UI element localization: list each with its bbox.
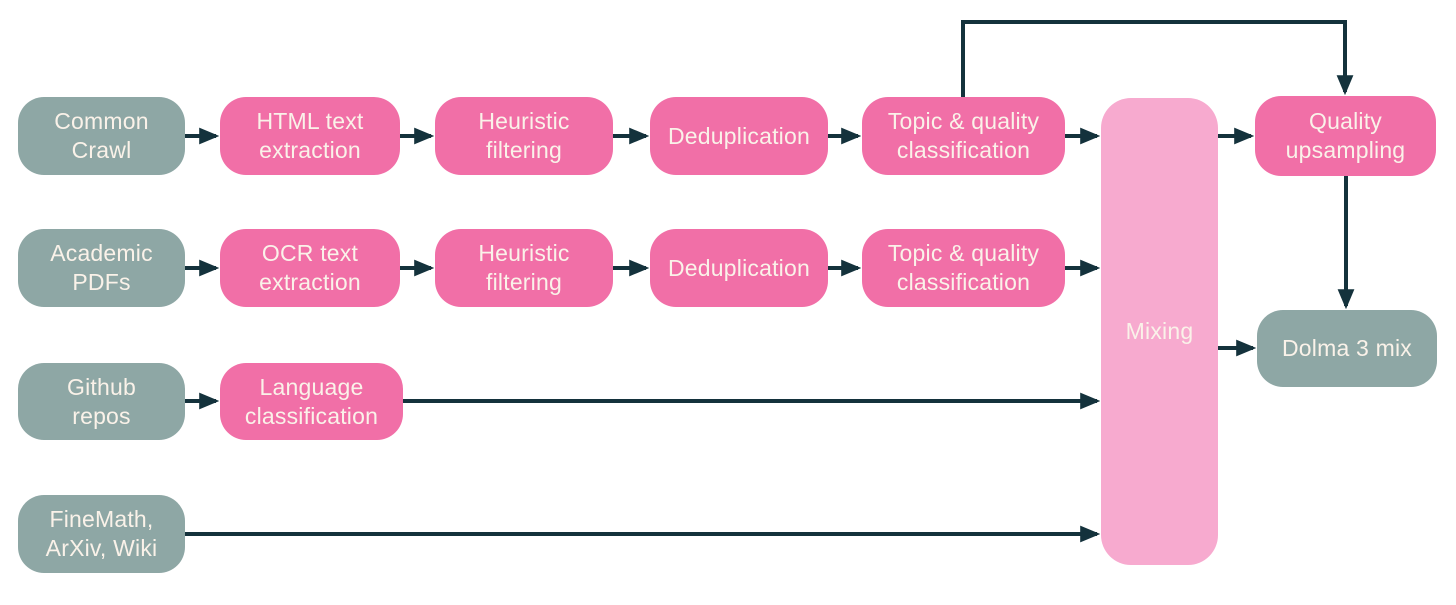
node-quality-upsampling: Quality upsampling xyxy=(1255,96,1436,176)
node-mixing: Mixing xyxy=(1101,98,1218,565)
node-deduplication-1: Deduplication xyxy=(650,97,828,175)
node-github-repos: Github repos xyxy=(18,363,185,440)
node-academic-pdfs: Academic PDFs xyxy=(18,229,185,307)
node-topic-quality-classification-1: Topic & quality classification xyxy=(862,97,1065,175)
node-html-text-extraction: HTML text extraction xyxy=(220,97,400,175)
node-ocr-text-extraction: OCR text extraction xyxy=(220,229,400,307)
node-common-crawl: Common Crawl xyxy=(18,97,185,175)
node-deduplication-2: Deduplication xyxy=(650,229,828,307)
arrow-topic-quality-bypass-to-quality-upsampling xyxy=(961,20,1354,97)
node-language-classification: Language classification xyxy=(220,363,403,440)
node-finemath-arxiv-wiki: FineMath, ArXiv, Wiki xyxy=(18,495,185,573)
node-heuristic-filtering-1: Heuristic filtering xyxy=(435,97,613,175)
node-heuristic-filtering-2: Heuristic filtering xyxy=(435,229,613,307)
node-dolma-3-mix: Dolma 3 mix xyxy=(1257,310,1437,387)
node-topic-quality-classification-2: Topic & quality classification xyxy=(862,229,1065,307)
